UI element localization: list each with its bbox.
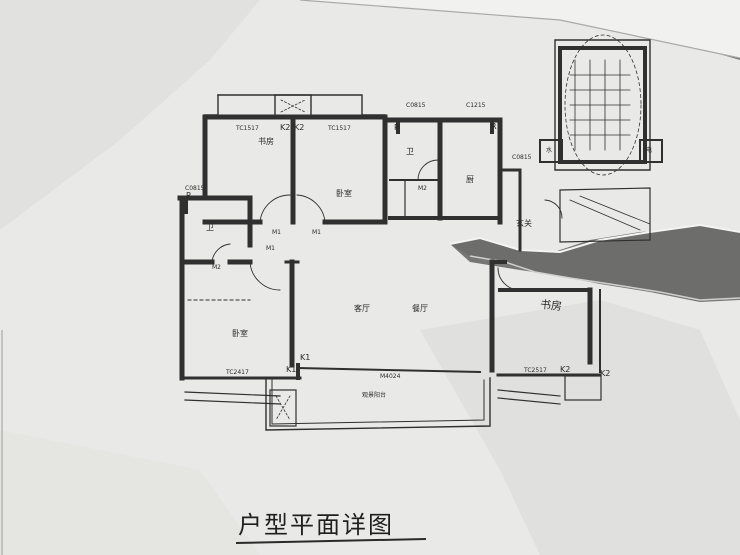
room-label-electric: 电 — [646, 147, 653, 154]
window-code: C1215 — [466, 102, 486, 109]
ac-code: K2 — [280, 123, 291, 132]
ac-code: K1 — [300, 353, 311, 362]
room-label-study-top: 书房 — [258, 137, 274, 146]
plan-title: 户型平面详图 — [238, 511, 394, 539]
door-code: M2 — [418, 185, 427, 192]
window-code: TC2417 — [226, 369, 249, 376]
door-code: M4024 — [380, 373, 401, 380]
window-code: C0815 — [185, 185, 205, 192]
window-code: C0815 — [406, 102, 426, 109]
room-label-bathroom-2: 卫 — [206, 223, 214, 232]
room-label-bedroom-left: 卧室 — [232, 329, 248, 338]
window-code: TC1517 — [328, 125, 351, 132]
pipe-code: P — [186, 191, 191, 200]
torn-hole — [450, 225, 740, 300]
window-code: TC2517 — [524, 367, 547, 374]
room-label-living: 客厅 — [354, 304, 370, 313]
room-label-bathroom-1: 卫 — [406, 147, 414, 156]
room-label-study-right: 书房 — [539, 297, 563, 314]
door-code: M1 — [312, 229, 321, 236]
pipe-code: R — [491, 122, 497, 131]
window-code: C0815 — [512, 154, 532, 161]
door-code: M1 — [272, 229, 281, 236]
ac-code: K2 — [294, 123, 305, 132]
pipe-code: P — [394, 123, 399, 132]
door-code: M2 — [212, 264, 221, 271]
room-label-dining: 餐厅 — [412, 304, 428, 313]
ac-code: K2 — [600, 369, 611, 378]
room-label-kitchen: 厨 — [466, 175, 474, 184]
room-label-balcony: 观景阳台 — [362, 392, 387, 399]
door-code: M1 — [266, 245, 275, 252]
ac-code: K2 — [560, 365, 571, 374]
ac-code: K1 — [286, 365, 297, 374]
window-code: TC1517 — [236, 125, 259, 132]
room-label-foyer: 玄关 — [516, 219, 532, 228]
room-label-water: 水 — [546, 147, 553, 154]
room-label-bedroom-top: 卧室 — [336, 189, 352, 198]
